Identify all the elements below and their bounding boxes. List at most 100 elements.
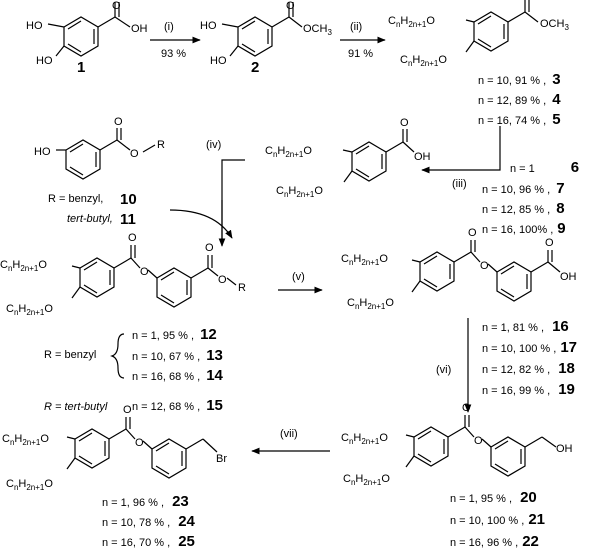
arrow-step-iii xyxy=(421,126,501,174)
compound-label-11: 11 xyxy=(120,211,136,228)
methoxy-group: OCH3 xyxy=(303,23,332,37)
arrow-step-iv-line xyxy=(221,159,245,244)
alkoxy-chain-2: CnH2n+1O xyxy=(400,54,447,68)
yield-row: n = 10, 100 % ,21 xyxy=(450,511,545,528)
yield-row: n = 1, 96 % ,23 xyxy=(102,493,189,510)
compound-label-2: 2 xyxy=(251,59,259,76)
carbonyl-o: O xyxy=(286,0,295,12)
step-iii-label: (iii) xyxy=(452,178,467,190)
compound-23-25-structure: O O Br CnH2n+1O CnH2n+1O xyxy=(2,404,227,492)
yield-row: n = 1, 95 % ,12 xyxy=(132,326,217,343)
compound-16-19-structure: O O O OH CnH2n+1O CnH2n+1O xyxy=(341,227,577,311)
alkoxy-chain-1: CnH2n+1O xyxy=(388,15,435,29)
step-ii-yield: 91 % xyxy=(348,48,373,60)
yield-row: n = 10, 96 % ,7 xyxy=(482,180,565,197)
methoxy-group: OCH3 xyxy=(540,18,569,32)
step-i-label: (i) xyxy=(164,21,174,33)
yield-row: n = 16, 68 % ,14 xyxy=(132,367,224,384)
hydroxy-1: HO xyxy=(26,20,43,32)
alkoxy-chain-2: CnH2n+1O xyxy=(6,303,53,317)
compound-label-1: 1 xyxy=(77,59,85,76)
yield-row: n = 16, 99 % ,19 xyxy=(482,381,575,398)
alkoxy-chain-2: CnH2n+1O xyxy=(343,473,390,487)
yield-list-23-25: n = 1, 96 % ,23 n = 10, 78 % ,24 n = 16,… xyxy=(102,493,196,550)
compound-3-5-structure: OCH3 CnH2n+1O CnH2n+1O xyxy=(388,0,569,68)
compound-20-22-structure: O O OH CnH2n+1O CnH2n+1O xyxy=(341,402,573,487)
r-tbutyl-label: tert-butyl, xyxy=(67,213,113,225)
compound-6-9-structure: O OH CnH2n+1O CnH2n+1O xyxy=(265,117,431,199)
yield-row: n = 10, 91 % ,3 xyxy=(478,71,561,88)
step-vi-label: (vi) xyxy=(436,364,451,376)
ester-o: O xyxy=(480,260,489,272)
carbonyl-o: O xyxy=(400,117,409,129)
alkoxy-chain-2: CnH2n+1O xyxy=(276,185,323,199)
ester-o: O xyxy=(130,148,139,160)
bromo-group: Br xyxy=(216,453,227,465)
carbonyl-o: O xyxy=(545,237,554,249)
carbonyl-o: O xyxy=(462,402,471,414)
yield-row: n = 12, 82 % ,18 xyxy=(482,360,575,377)
yield-row: n = 10, 100 % ,17 xyxy=(482,339,577,356)
yield-row: n = 16, 100% ,9 xyxy=(482,220,566,237)
yield-row: n = 12, 85 % ,8 xyxy=(482,200,565,217)
yield-row: n = 1, 81 % ,16 xyxy=(482,318,569,335)
hydroxy-2: HO xyxy=(36,55,53,67)
phenol-oh: HO xyxy=(34,146,51,158)
r-group: R xyxy=(157,139,165,151)
yield-row: n = 1, 95 % ,20 xyxy=(450,489,537,506)
carbonyl-o: O xyxy=(468,227,477,239)
alkoxy-chain-1: CnH2n+1O xyxy=(265,145,312,159)
alkoxy-chain-1: CnH2n+1O xyxy=(0,259,47,273)
carbonyl-o: O xyxy=(128,232,137,244)
step-vii-label: (vii) xyxy=(280,428,298,440)
ester-o: O xyxy=(218,274,227,286)
alkoxy-chain-1: CnH2n+1O xyxy=(341,432,388,446)
yield-list-3-5: n = 10, 91 % ,3 n = 12, 89 % ,4 n = 16, … xyxy=(478,71,561,128)
ester-o: O xyxy=(140,266,149,278)
yield-row: n = 16, 70 % ,25 xyxy=(102,533,195,550)
alkoxy-chain-1: CnH2n+1O xyxy=(2,433,49,447)
r-benzyl-group-label: R = benzyl xyxy=(44,349,96,361)
yield-list-16-19: n = 1, 81 % ,16 n = 10, 100 % ,17 n = 12… xyxy=(482,318,577,398)
yield-list-12-15: R = benzyl n = 1, 95 % ,12 n = 10, 67 % … xyxy=(44,326,224,414)
yield-row: n = 12, 68 % ,15 xyxy=(132,397,223,414)
ester-o: O xyxy=(474,435,483,447)
yield-row: n = 12, 89 % ,4 xyxy=(478,91,561,108)
r-group: R xyxy=(238,282,246,294)
yield-list-20-22: n = 1, 95 % ,20 n = 10, 100 % ,21 n = 16… xyxy=(450,489,545,550)
arrow-step-iv-curve xyxy=(169,209,233,239)
hydroxy-1: HO xyxy=(200,20,217,32)
yield-row: n = 16, 96 % ,22 xyxy=(450,533,539,550)
yield-row: n = 10, 78 % ,24 xyxy=(102,513,196,530)
step-v-label: (v) xyxy=(292,271,305,283)
alkoxy-chain-1: CnH2n+1O xyxy=(341,253,388,267)
brace xyxy=(110,333,125,379)
step-ii-label: (ii) xyxy=(350,21,362,33)
compound-1-structure: O OH HO HO 1 xyxy=(26,0,148,76)
compound-2-structure: O OCH3 HO HO 2 xyxy=(200,0,332,76)
acid-oh: OH xyxy=(131,23,148,35)
r-tbutyl-group-label: R = tert-butyl xyxy=(44,401,108,413)
carbonyl-o: O xyxy=(114,116,123,128)
acid-oh: OH xyxy=(414,151,431,163)
step-i-yield: 93 % xyxy=(161,48,186,60)
compound-12-15-structure: O O O O R CnH2n+1O CnH2n+1O xyxy=(0,232,246,317)
carbonyl-o: O xyxy=(123,404,132,416)
hydroxy-2: HO xyxy=(210,55,227,67)
alcohol-oh: OH xyxy=(556,443,573,455)
acid-oh: OH xyxy=(560,271,577,283)
ester-o: O xyxy=(135,437,144,449)
r-benzyl-label: R = benzyl, xyxy=(48,193,103,205)
yield-row: n = 10, 67 % ,13 xyxy=(132,347,223,364)
yield-row: n = 16, 74 % ,5 xyxy=(478,111,561,128)
carbonyl-o: O xyxy=(112,0,121,12)
alkoxy-chain-2: CnH2n+1O xyxy=(6,478,53,492)
compound-10-11-structure: HO O O R R = benzyl, tert-butyl, 10 11 xyxy=(34,116,165,228)
step-iv-label: (iv) xyxy=(206,139,221,151)
alkoxy-chain-2: CnH2n+1O xyxy=(347,297,394,311)
compound-label-10: 10 xyxy=(120,191,137,208)
